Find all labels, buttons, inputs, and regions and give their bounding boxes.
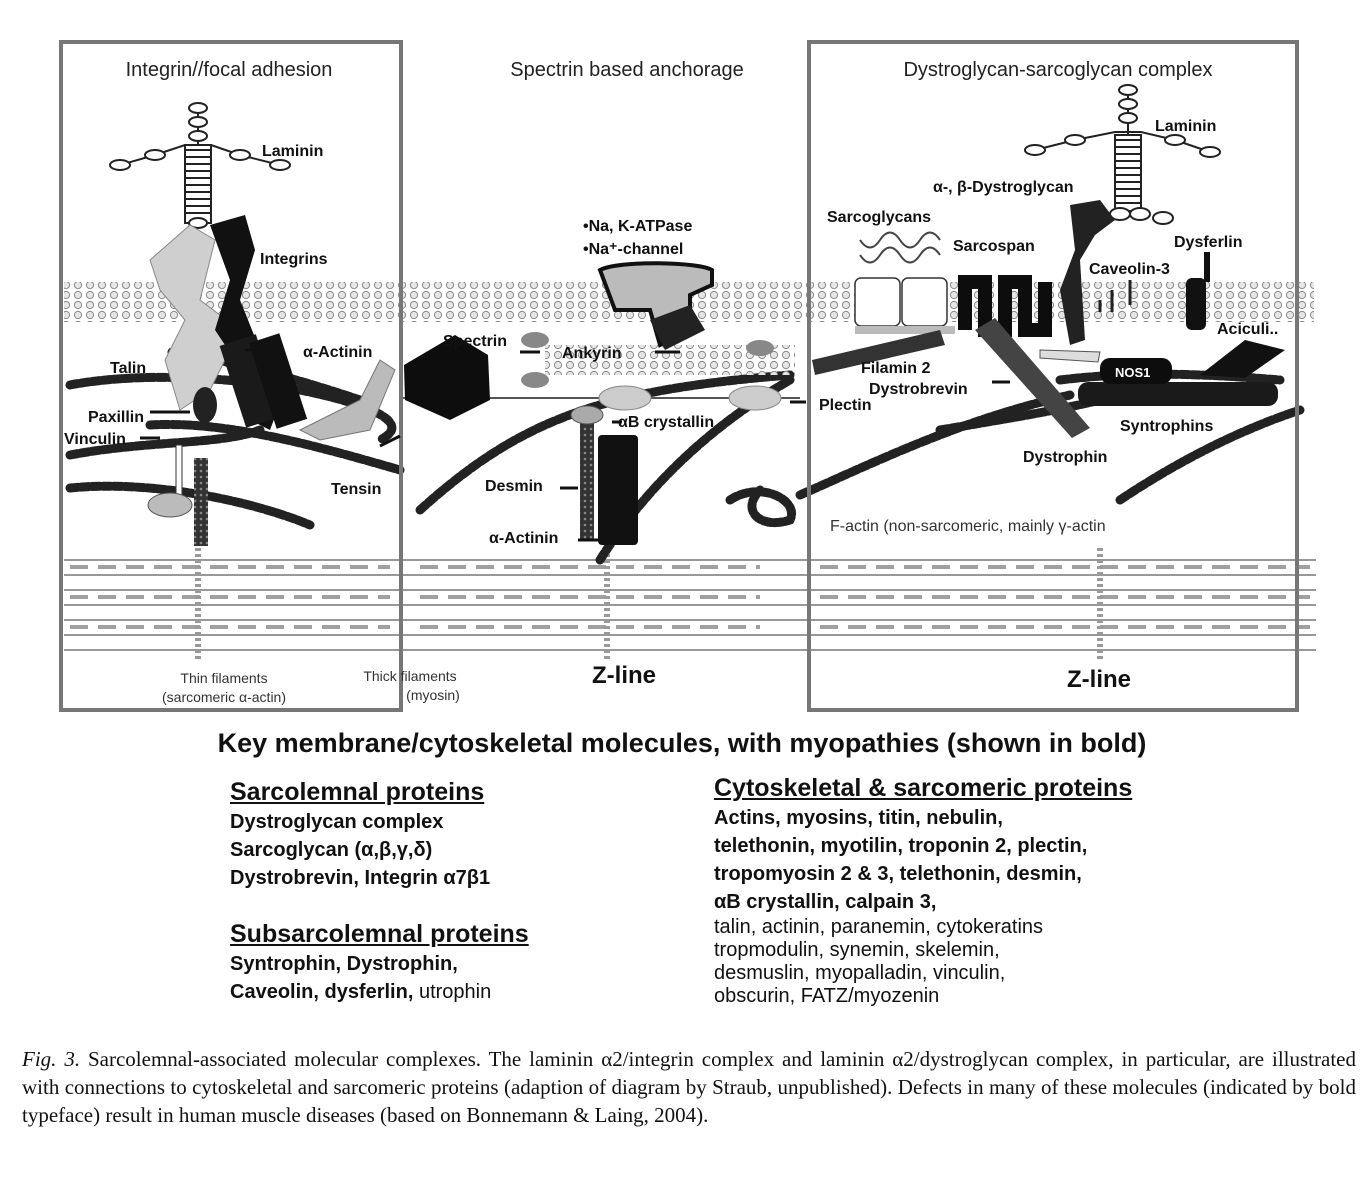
label-paxillin: Paxillin (88, 409, 144, 426)
label-vinculin: Vinculin (64, 431, 126, 448)
label-sarcospan: Sarcospan (953, 238, 1035, 255)
sarcolemnal-column: Sarcolemnal proteins Dystroglycan comple… (230, 776, 670, 1006)
cytoskeletal-bold-line: tropomyosin 2 & 3, telethonin, desmin, (714, 863, 1082, 885)
label-dystrophin: Dystrophin (1023, 449, 1107, 466)
label-dystrobrevin: Dystrobrevin (869, 381, 968, 398)
sarcoglycans-icon (854, 231, 955, 334)
label-thick-filaments-2: (myosin) (406, 687, 460, 703)
label-plectin: Plectin (819, 397, 871, 414)
label-dystroglycan: α-, β-Dystroglycan (933, 179, 1074, 196)
label-integrins: Integrins (260, 251, 328, 268)
caption-text: Sarcolemnal-associated molecular complex… (22, 1047, 1356, 1127)
sarcospan-icon (958, 275, 1052, 337)
dystroglycan-panel-frame (807, 40, 1299, 712)
cytoskeletal-bold-line: αB crystallin, calpain 3, (714, 891, 937, 913)
sarcolemnal-heading: Sarcolemnal proteins (230, 778, 485, 806)
sarcolemnal-line: Dystroglycan complex (230, 811, 444, 833)
cytoskeletal-plain-line: desmuslin, myopalladin, vinculin, (714, 962, 1006, 984)
dystroglycan-icon (1060, 200, 1115, 345)
label-z-line-2: Z-line (1067, 666, 1131, 693)
na-k-atpase-icon (597, 261, 714, 350)
label-tensin: Tensin (331, 481, 381, 498)
sarcolemnal-line: Sarcoglycan (α,β,γ,δ) (230, 839, 433, 861)
label-syntrophins: Syntrophins (1120, 418, 1213, 435)
label-thin-filaments-1: Thin filaments (180, 670, 267, 686)
subsarcolemnal-bold: Caveolin, dysferlin, (230, 981, 414, 1003)
figure-label: Fig. 3. (22, 1047, 81, 1071)
paxillin-vinculin-icon (147, 387, 217, 546)
integrins-icon (149, 215, 396, 441)
subsarcolemnal-heading: Subsarcolemnal proteins (230, 920, 529, 948)
cytoskeletal-bold-line: telethonin, myotilin, troponin 2, plecti… (714, 835, 1088, 857)
caveolin-icon (1098, 280, 1132, 312)
label-z-line-1: Z-line (592, 662, 656, 689)
cytoskeletal-plain-line: obscurin, FATZ/myozenin (714, 985, 940, 1007)
label-dysferlin: Dysferlin (1174, 234, 1242, 251)
label-alpha-actinin-bottom: α-Actinin (489, 530, 558, 547)
integrin-panel-frame (59, 40, 403, 712)
label-laminin-left: Laminin (262, 143, 323, 160)
spectrin-icon (404, 332, 782, 420)
laminin-left-icon (109, 102, 291, 229)
subsarcolemnal-line: Caveolin, dysferlin, utrophin (230, 978, 670, 1006)
panel-title-dystroglycan: Dystroglycan-sarcoglycan complex (903, 59, 1212, 81)
label-filamin2: Filamin 2 (861, 360, 930, 377)
label-talin: Talin (110, 360, 146, 377)
figure-caption: Fig. 3. Sarcolemnal-associated molecular… (22, 1045, 1356, 1129)
label-alpha-actinin-top: α-Actinin (303, 344, 372, 361)
label-laminin-right: Laminin (1155, 118, 1216, 135)
label-na-k-atpase: •Na, K-ATPase (583, 218, 692, 235)
subsarcolemnal-line: Syntrophin, Dystrophin, (230, 953, 458, 975)
label-thick-filaments-1: Thick filaments (363, 668, 456, 684)
key-title: Key membrane/cytoskeletal molecules, wit… (217, 728, 1147, 758)
desmin-icon (570, 405, 638, 545)
label-spectrin: Spectrin (443, 333, 507, 350)
sarcolemnal-line: Dystrobrevin, Integrin α7β1 (230, 867, 491, 889)
laminin-right-icon (1024, 84, 1221, 225)
filamin-plectin-icon (812, 318, 1090, 438)
cytoskeletal-column: Cytoskeletal & sarcomeric proteins Actin… (714, 772, 1314, 1008)
label-ankyrin: Ankyrin (562, 345, 622, 362)
label-na-channel: •Na⁺-channel (583, 241, 683, 258)
label-ab-crystallin: αB crystallin (618, 414, 714, 431)
sarcolemma-diagram: Integrin//focal adhesion Spectrin based … (59, 40, 1316, 712)
label-thin-filaments-2: (sarcomeric α-actin) (162, 689, 286, 705)
subsarcolemnal-normal: utrophin (413, 981, 492, 1003)
label-f-actin: F-actin (non-sarcomeric, mainly γ-actin (830, 518, 1106, 535)
label-sarcoglycans: Sarcoglycans (827, 209, 931, 226)
z-line-marks (195, 548, 1103, 660)
aciculin-icon (1200, 340, 1285, 378)
panel-title-integrin: Integrin//focal adhesion (126, 59, 333, 81)
label-caveolin3: Caveolin-3 (1089, 261, 1170, 278)
label-nos1: NOS1 (1115, 365, 1150, 380)
cytoskeletal-plain-line: talin, actinin, paranemin, cytokeratins (714, 916, 1044, 938)
dystrophin-syntrophin-icon (1039, 349, 1278, 406)
panel-title-spectrin: Spectrin based anchorage (510, 59, 744, 81)
cytoskeletal-bold-line: Actins, myosins, titin, nebulin, (714, 807, 1003, 829)
cytoskeletal-plain-line: tropmodulin, synemin, skelemin, (714, 939, 1000, 961)
dysferlin-icon (1186, 252, 1210, 330)
label-desmin: Desmin (485, 478, 543, 495)
cytoskeletal-heading: Cytoskeletal & sarcomeric proteins (714, 774, 1133, 802)
sarcomeric-filaments (64, 559, 1316, 651)
label-aciculin: Aciculi.. (1217, 321, 1278, 338)
